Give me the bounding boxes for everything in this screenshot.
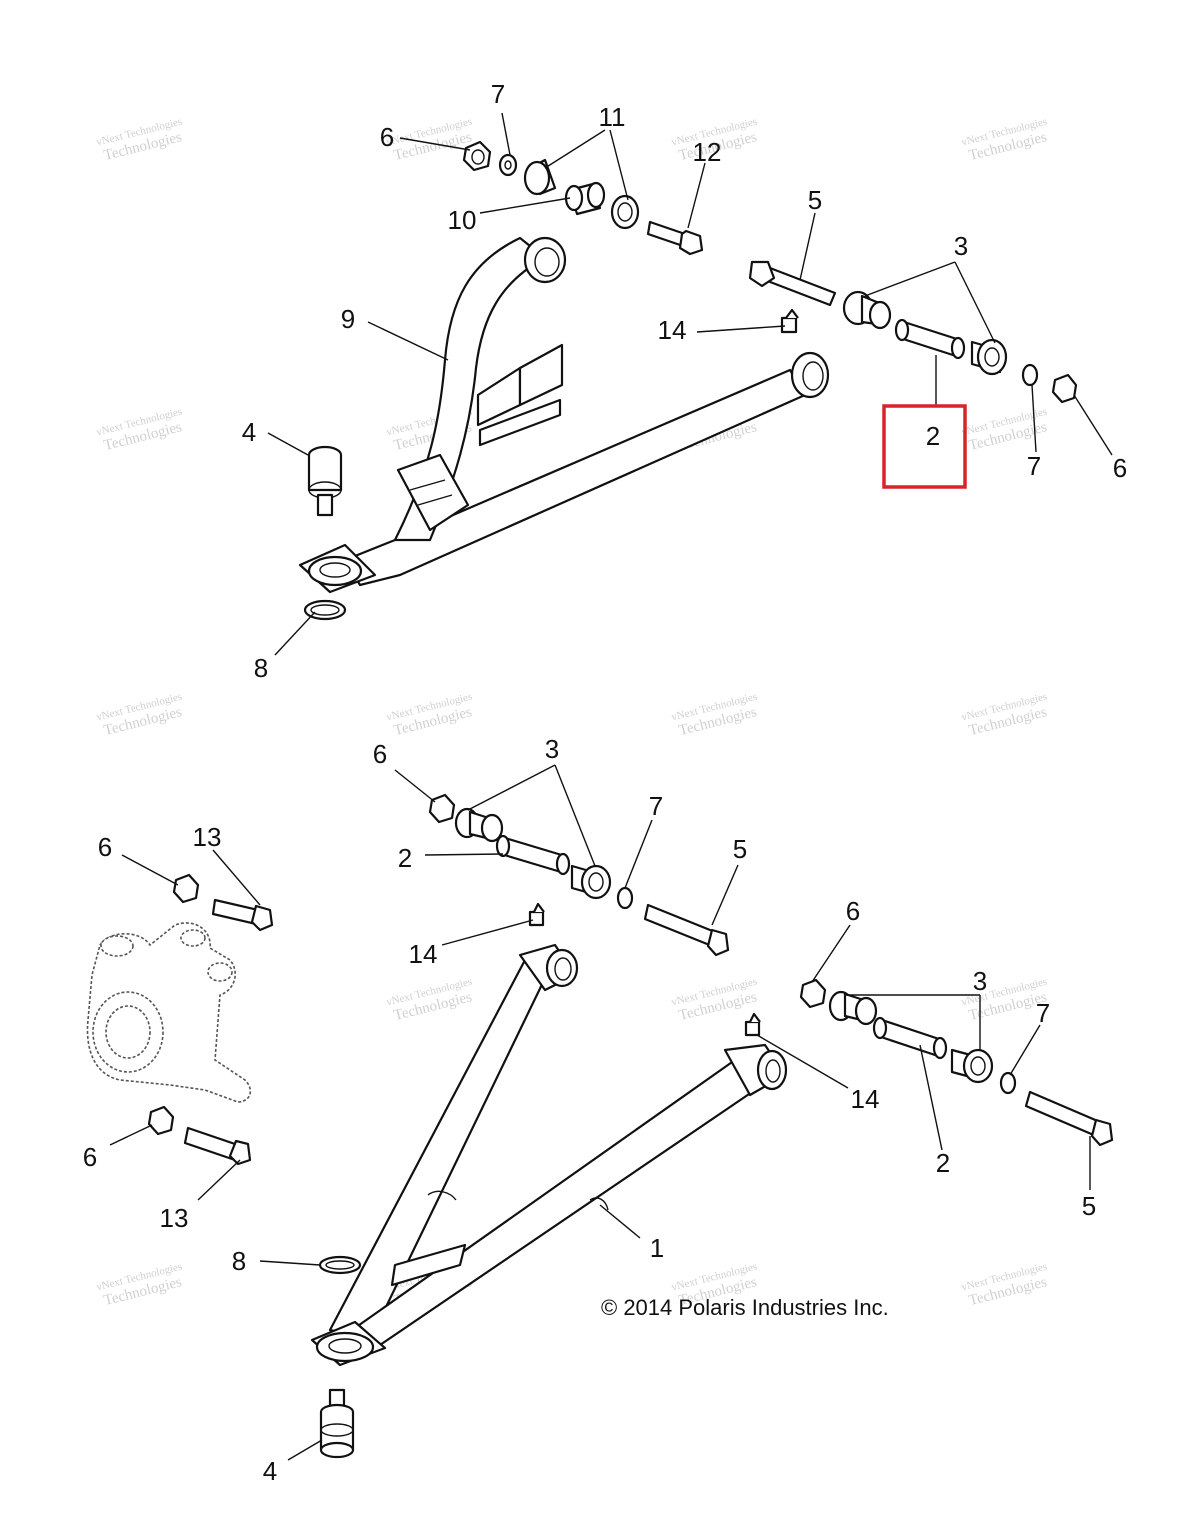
callout-13: 13 [160, 1203, 189, 1233]
snap-ring-lower [318, 1255, 362, 1275]
callout-3: 3 [954, 231, 968, 261]
lower-leader-lines [109, 764, 1091, 1461]
upper-front-pivot-hardware [748, 260, 1078, 404]
callout-6: 6 [380, 122, 394, 152]
callout-2: 2 [936, 1148, 950, 1178]
callout-1: 1 [650, 1233, 664, 1263]
callout-12: 12 [693, 137, 722, 167]
callout-7: 7 [649, 791, 663, 821]
callout-5: 5 [733, 834, 747, 864]
knuckle-nuts [147, 873, 200, 1136]
callout-10: 10 [448, 205, 477, 235]
callout-7: 7 [1036, 998, 1050, 1028]
callout-13: 13 [193, 822, 222, 852]
callout-6: 6 [373, 739, 387, 769]
callout-2: 2 [398, 843, 412, 873]
callout-6: 6 [83, 1142, 97, 1172]
callout-5: 5 [1082, 1191, 1096, 1221]
ball-joint-lower [319, 1388, 355, 1459]
callout-3: 3 [545, 734, 559, 764]
callout-4: 4 [263, 1456, 277, 1486]
ball-joint-upper [307, 445, 343, 517]
callout-4: 4 [242, 417, 256, 447]
upper-rear-pivot-hardware [462, 140, 704, 256]
callout-3: 3 [973, 966, 987, 996]
callout-7: 7 [1027, 451, 1041, 481]
callout-6: 6 [846, 896, 860, 926]
callout-5: 5 [808, 185, 822, 215]
callout-9: 9 [341, 304, 355, 334]
callout-11: 11 [599, 102, 626, 132]
lower-a-arm [310, 943, 788, 1367]
callout-14: 14 [409, 939, 438, 969]
steering-knuckle [86, 922, 252, 1103]
callout-2: 2 [926, 421, 940, 451]
grease-fitting-upper [780, 308, 799, 334]
upper-leader-lines [267, 112, 1113, 656]
lower-a-arm-assembly: 6 3 7 5 2 6 13 14 6 3 7 14 2 5 6 13 1 8 … [83, 734, 1114, 1486]
snap-ring-upper [303, 599, 347, 621]
callout-8: 8 [232, 1246, 246, 1276]
highlight-box [882, 404, 967, 489]
copyright-notice: © 2014 Polaris Industries Inc. [601, 1295, 889, 1320]
knuckle-bolts [183, 898, 274, 1166]
upper-callouts: 7 11 6 12 10 5 3 9 14 4 7 6 8 [242, 79, 1127, 683]
upper-a-arm [298, 236, 830, 594]
callout-8: 8 [254, 653, 268, 683]
upper-a-arm-assembly: 7 11 6 12 10 5 3 9 14 4 7 6 8 2 [242, 79, 1127, 683]
callout-6: 6 [1113, 453, 1127, 483]
callout-6: 6 [98, 832, 112, 862]
lower-callouts: 6 3 7 5 2 6 13 14 6 3 7 14 2 5 6 13 1 8 … [83, 734, 1096, 1486]
grease-fittings-lower [528, 902, 761, 1037]
lower-front-pivot-hardware [428, 793, 730, 957]
callout-7: 7 [491, 79, 505, 109]
callout-14: 14 [658, 315, 687, 345]
highlighted-callout-2[interactable]: 2 [882, 404, 967, 489]
lower-rear-pivot-hardware [799, 978, 1114, 1147]
callout-14: 14 [851, 1084, 880, 1114]
